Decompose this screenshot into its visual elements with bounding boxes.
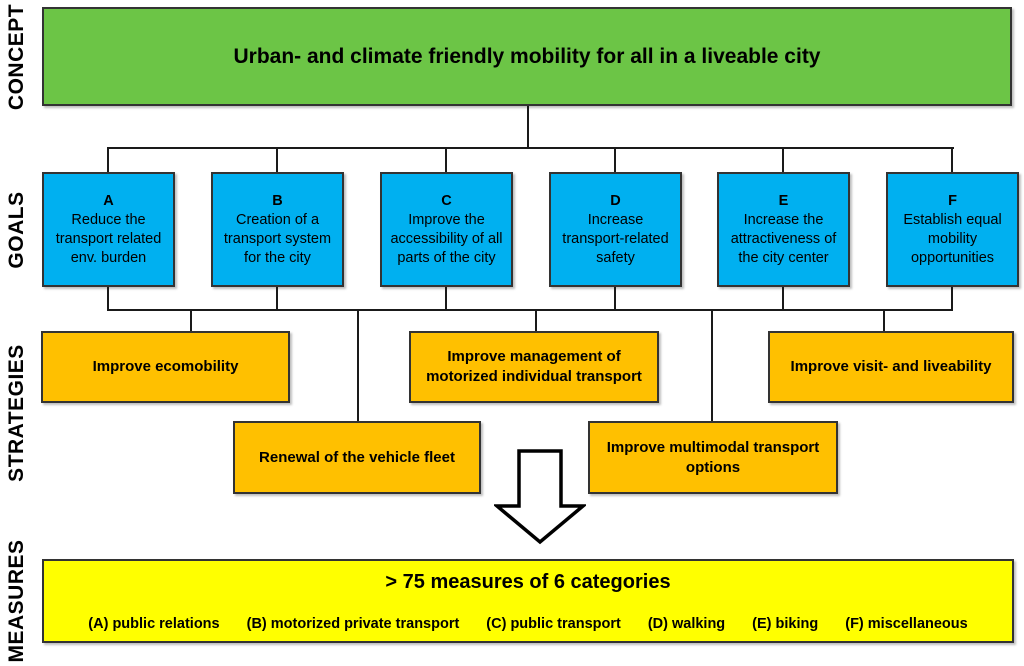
connector-f-down [951,287,953,310]
connector-ecomobility-drop [190,309,192,331]
connector-goal-f-drop [951,147,953,172]
connector-goal-b-drop [276,147,278,172]
connector-d-down [614,287,616,310]
goal-c-text: Improve the accessibility of all parts o… [390,211,503,266]
measures-category-b: (B) motorized private transport [246,616,460,632]
measures-category-c: (C) public transport [486,616,621,632]
goal-box-e: E Increase the attractiveness of the cit… [717,172,850,287]
connector-multimodal-drop [711,309,713,421]
goal-a-text: Reduce the transport related env. burden [55,211,162,266]
strategy-visit-text: Improve visit- and liveability [790,358,992,375]
measures-title: > 75 measures of 6 categories [385,571,671,593]
connector-visit-drop [883,309,885,331]
goal-box-c: C Improve the accessibility of all parts… [380,172,513,287]
strategy-multimodal-text: Improve multimodal transport options [606,438,820,476]
row-label-strategies: STRATEGIES [5,344,28,482]
goal-box-b: B Creation of a transport system for the… [211,172,344,287]
connector-goal-e-drop [782,147,784,172]
goal-box-d: D Increase transport-related safety [549,172,682,287]
connector-goal-a-drop [107,147,109,172]
connector-goals-bus [108,147,954,149]
strategy-box-visit: Improve visit- and liveability [768,331,1014,403]
row-label-concept: CONCEPT [5,3,28,111]
concept-title: Urban- and climate friendly mobility for… [233,44,821,68]
measures-category-d: (D) walking [647,616,726,632]
connector-b-down [276,287,278,310]
measures-category-f: (F) miscellaneous [845,616,968,632]
strategy-box-multimodal: Improve multimodal transport options [588,421,838,494]
goal-d-text: Increase transport-related safety [562,211,669,266]
goal-e-text: Increase the attractiveness of the city … [730,211,837,266]
concept-box: Urban- and climate friendly mobility for… [42,7,1012,106]
connector-goal-d-drop [614,147,616,172]
measures-box: > 75 measures of 6 categories (A) public… [42,559,1014,643]
strategy-box-ecomobility: Improve ecomobility [41,331,290,403]
goal-box-a: A Reduce the transport related env. burd… [42,172,175,287]
connector-concept-stem [527,106,529,148]
connector-management-drop [535,309,537,331]
down-arrow-icon [494,449,586,545]
goal-box-f: F Establish equal mobility opportunities [886,172,1019,287]
goal-f-text: Establish equal mobility opportunities [903,211,1002,266]
goal-f-letter: F [948,192,957,209]
strategy-management-text: Improve management of motorized individu… [426,348,642,385]
measures-categories: (A) public relations (B) motorized priva… [88,616,967,632]
strategy-box-management: Improve management of motorized individu… [409,331,659,403]
connector-c-down [445,287,447,310]
strategy-box-renewal: Renewal of the vehicle fleet [233,421,481,494]
goal-b-text: Creation of a transport system for the c… [223,211,332,266]
goal-d-letter: D [610,192,621,209]
goal-a-letter: A [103,192,114,209]
measures-category-e: (E) biking [752,616,819,632]
measures-category-a: (A) public relations [88,616,220,632]
connector-e-down [782,287,784,310]
goal-b-letter: B [272,192,283,209]
strategy-renewal-text: Renewal of the vehicle fleet [259,448,455,466]
connector-renewal-drop [357,309,359,421]
connector-a-down [107,287,109,310]
row-label-goals: GOALS [5,191,28,269]
connector-goal-c-drop [445,147,447,172]
goal-c-letter: C [441,192,452,209]
connector-strategies-bus [107,309,953,311]
strategy-ecomobility-text: Improve ecomobility [92,358,239,375]
row-label-measures: MEASURES [5,539,28,663]
goal-e-letter: E [778,192,789,209]
